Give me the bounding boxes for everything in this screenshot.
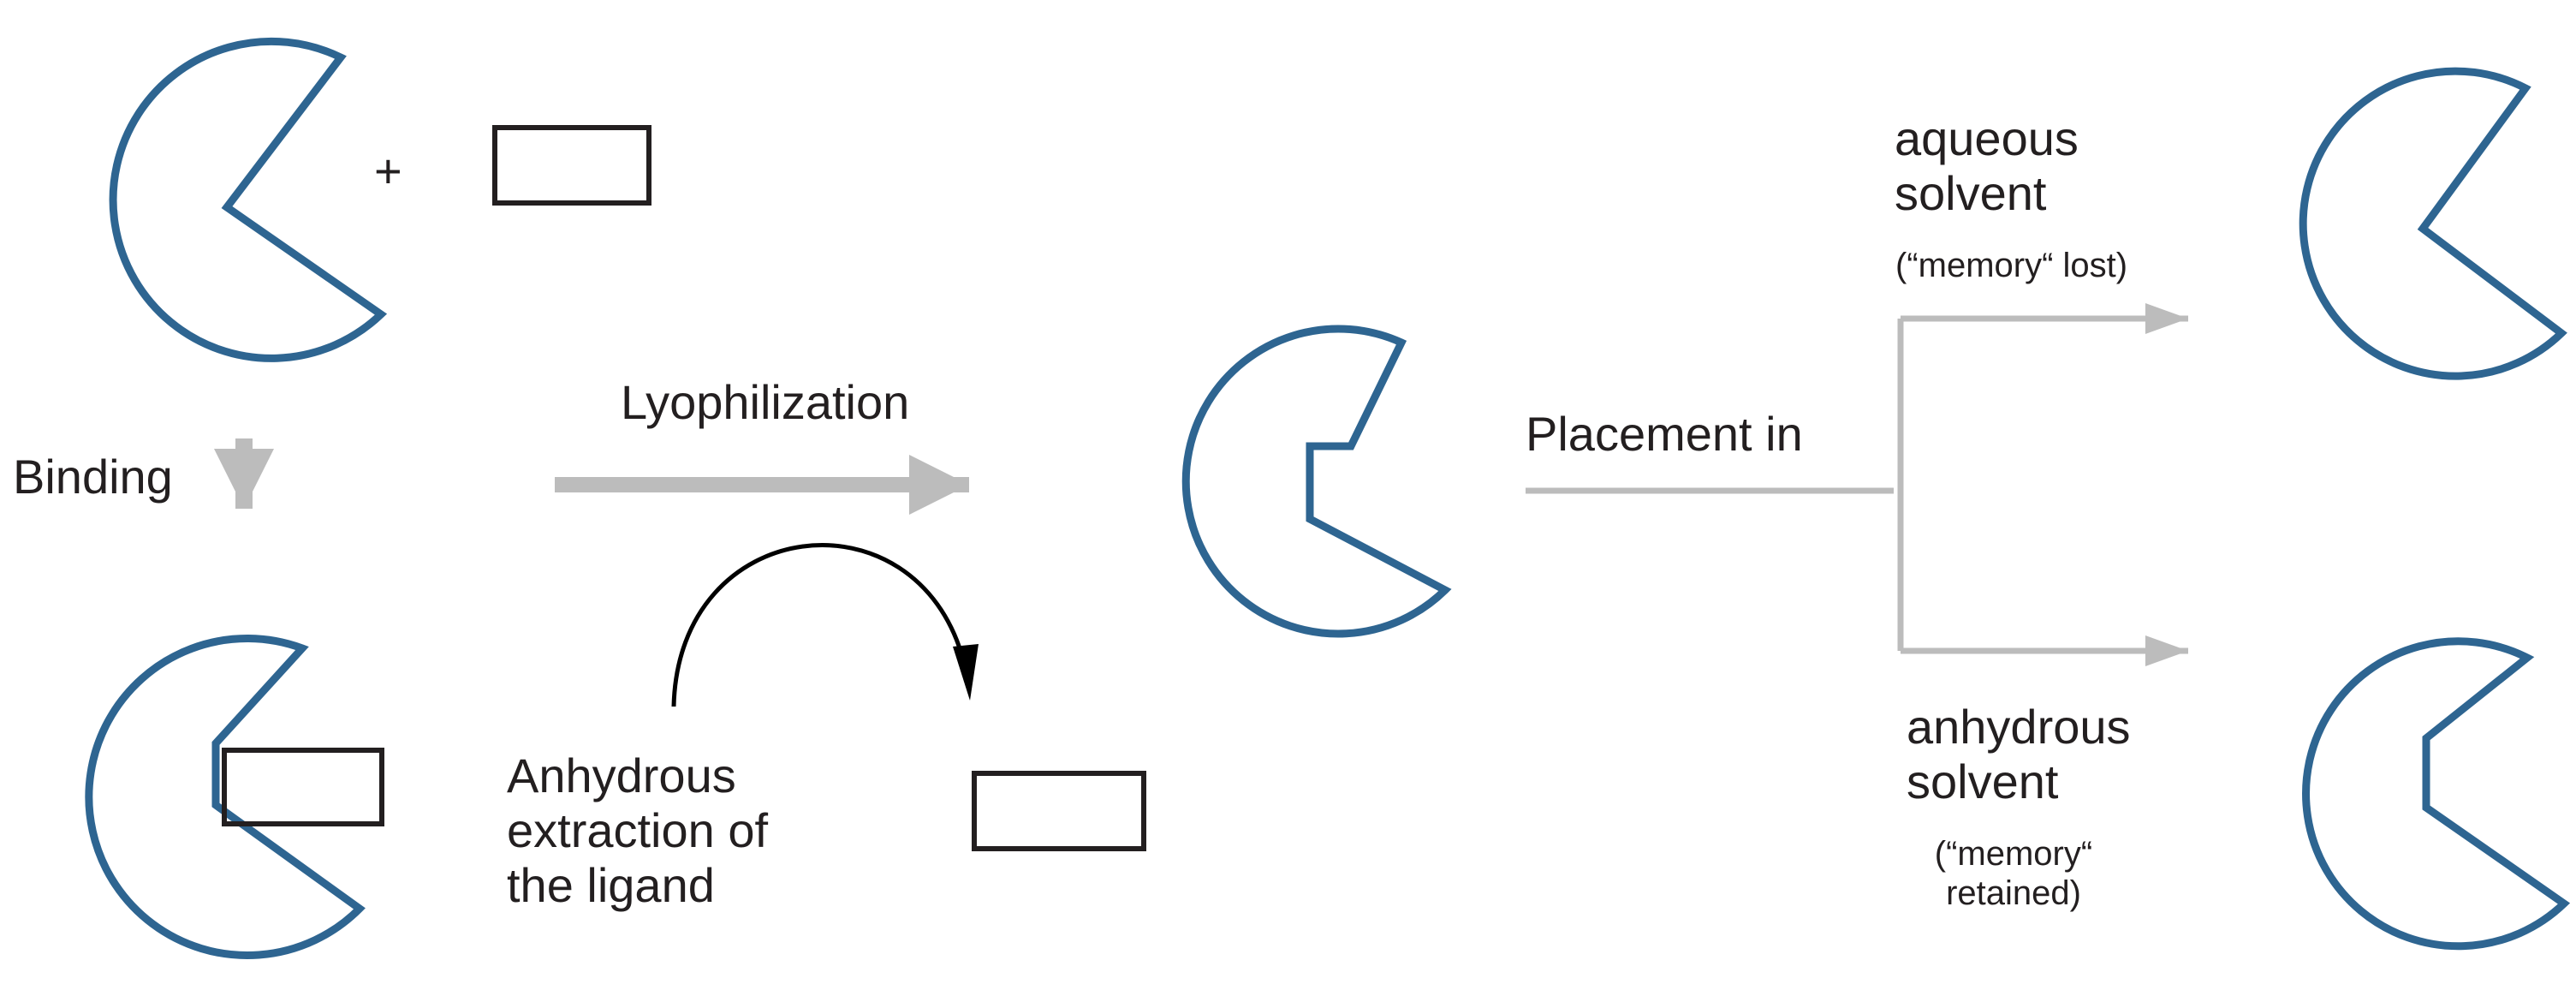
memory-retained-label: (“memory“ retained) bbox=[1911, 835, 2116, 913]
anhydrous-extraction-line-3: the ligand bbox=[507, 857, 715, 912]
placement-label: Placement in bbox=[1526, 407, 1803, 461]
extracted-ligand-rect bbox=[972, 771, 1146, 851]
bound-protein-shape bbox=[85, 635, 366, 960]
extraction-curved-arrow bbox=[671, 543, 966, 707]
anhydrous-solvent-line-2: solvent bbox=[1907, 754, 2059, 808]
memory-retained-protein-shape bbox=[2302, 637, 2571, 951]
anhydrous-solvent-line-1: anhydrous bbox=[1907, 700, 2131, 754]
extraction-arrow-head bbox=[953, 644, 979, 701]
memory-lost-protein-shape bbox=[2299, 67, 2567, 380]
bound-ligand-rect bbox=[222, 748, 384, 826]
free-protein-shape bbox=[109, 37, 388, 362]
aqueous-solvent-label: aqueous solvent bbox=[1895, 111, 2079, 221]
memory-retained-line-1: (“memory“ bbox=[1934, 835, 2093, 873]
aqueous-solvent-line-1: aqueous bbox=[1895, 111, 2079, 165]
anhydrous-extraction-line-2: extraction of bbox=[507, 802, 769, 857]
binding-label: Binding bbox=[13, 450, 173, 504]
memory-retained-line-2: retained) bbox=[1946, 874, 2081, 912]
anhydrous-solvent-label: anhydrous solvent bbox=[1907, 700, 2131, 809]
anhydrous-extraction-label: Anhydrous extraction of the ligand bbox=[507, 749, 768, 912]
free-ligand-rect bbox=[492, 125, 651, 206]
plus-sign: + bbox=[374, 144, 402, 198]
anhydrous-extraction-line-1: Anhydrous bbox=[507, 749, 736, 802]
aqueous-solvent-line-2: solvent bbox=[1895, 165, 2047, 220]
imprinted-protein-shape bbox=[1181, 325, 1452, 638]
memory-lost-label: (“memory“ lost) bbox=[1895, 247, 2128, 284]
lyophilization-label: Lyophilization bbox=[621, 375, 910, 429]
